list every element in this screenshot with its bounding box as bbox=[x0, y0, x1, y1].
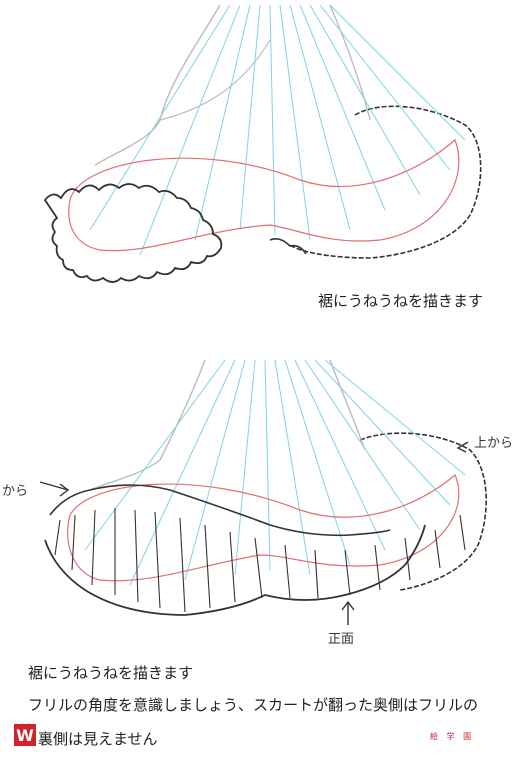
caption-bottom-line3: 裏側は見えません bbox=[38, 730, 158, 748]
skirt-drawing-top bbox=[43, 4, 482, 283]
bottom-illustration: から 上から 正面 bbox=[0, 340, 522, 660]
brand-logo-icon: W bbox=[14, 724, 36, 746]
caption-bottom-line1: 裾にうねうねを描きます bbox=[28, 664, 194, 682]
annotation-from-above: 上から bbox=[474, 436, 514, 451]
caption-top: 裾にうねうねを描きます bbox=[318, 292, 484, 310]
top-illustration: 裾にうねうねを描きます bbox=[0, 0, 522, 340]
annotation-from-side: から bbox=[2, 484, 29, 499]
skirt-drawing-bottom bbox=[39, 359, 487, 625]
watermark: 絵 学 園 bbox=[430, 732, 475, 741]
annotation-front: 正面 bbox=[328, 632, 355, 647]
caption-bottom-line2: フリルの角度を意識しましょう、スカートが翻った奥側はフリルの bbox=[28, 696, 479, 714]
